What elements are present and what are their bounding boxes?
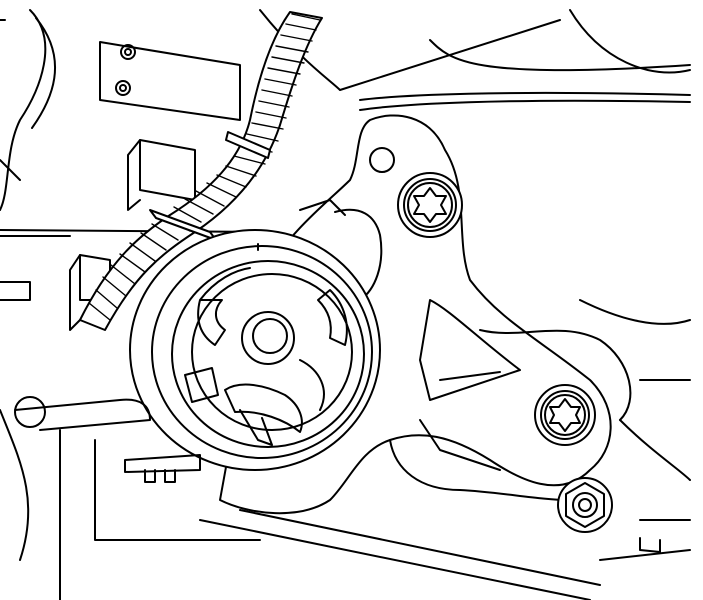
wiring-harness-conduit <box>79 11 323 331</box>
hex-nut <box>557 477 613 533</box>
body-panel <box>0 9 691 600</box>
mount-studs <box>14 396 661 553</box>
torx-bolt-upper <box>397 172 463 238</box>
torx-bolt-lower <box>534 384 596 446</box>
engine-mount-bushing <box>129 229 381 471</box>
